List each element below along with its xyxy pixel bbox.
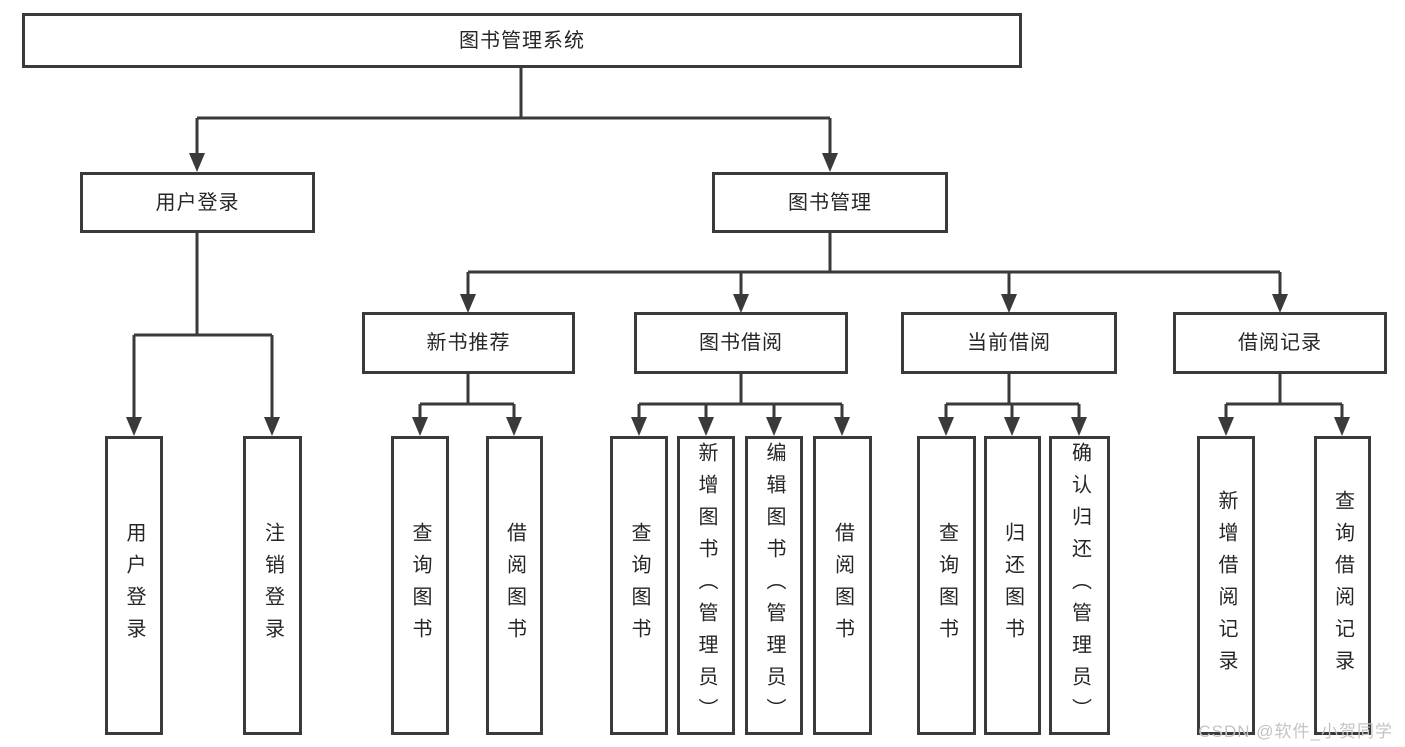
leaf-add-borrow-record: 新增借阅记录 — [1197, 436, 1255, 735]
leaf-borrow-books: 借阅图书 — [813, 436, 872, 735]
node-new-book-recommend: 新书推荐 — [362, 312, 575, 374]
leaf-borrow-books-recommend: 借阅图书 — [486, 436, 543, 735]
leaf-confirm-return-admin: 确认归还（管理员） — [1049, 436, 1110, 735]
leaf-add-book-admin: 新增图书（管理员） — [677, 436, 735, 735]
node-user-login: 用户登录 — [80, 172, 315, 233]
leaf-query-books-borrowing: 查询图书 — [610, 436, 668, 735]
leaf-logout: 注销登录 — [243, 436, 302, 735]
node-book-management: 图书管理 — [712, 172, 948, 233]
leaf-return-book: 归还图书 — [984, 436, 1041, 735]
leaf-user-login: 用户登录 — [105, 436, 163, 735]
leaf-query-books-current: 查询图书 — [917, 436, 976, 735]
leaf-query-borrow-record: 查询借阅记录 — [1314, 436, 1371, 735]
node-book-borrowing: 图书借阅 — [634, 312, 848, 374]
leaf-edit-book-admin: 编辑图书（管理员） — [745, 436, 803, 735]
node-borrowing-records: 借阅记录 — [1173, 312, 1387, 374]
node-current-borrowing: 当前借阅 — [901, 312, 1117, 374]
csdn-watermark: CSDN @软件_小贺同学 — [1198, 722, 1393, 741]
leaf-query-books-recommend: 查询图书 — [391, 436, 449, 735]
node-library-management-system: 图书管理系统 — [22, 13, 1022, 68]
